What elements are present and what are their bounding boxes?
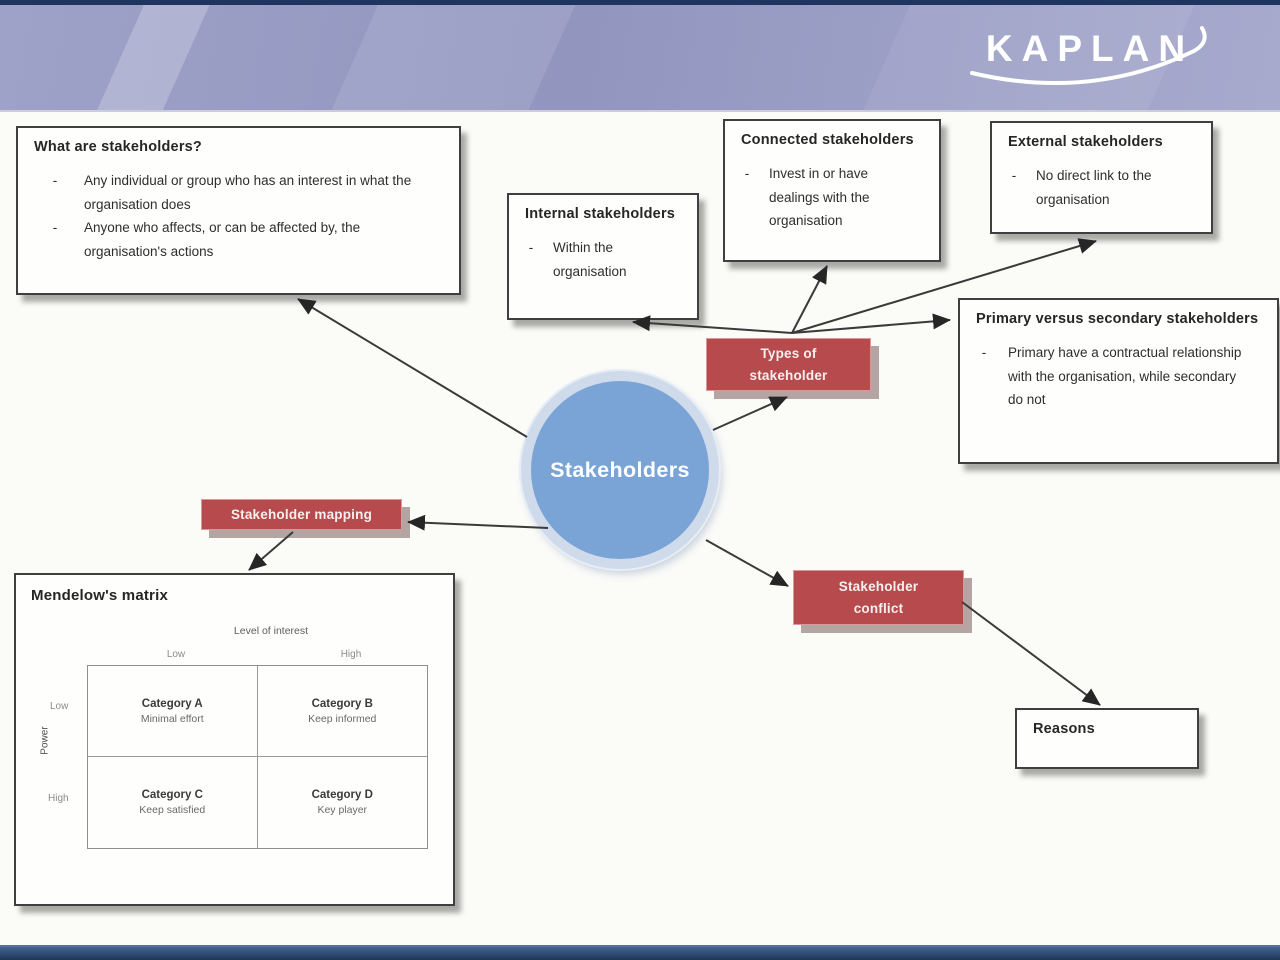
logo-swoosh [970, 26, 1207, 86]
bullet-text: Invest in or have dealings with the orga… [769, 166, 870, 229]
node-stakeholder-mapping: Stakeholder mapping [201, 499, 402, 530]
header-streak [49, 5, 251, 110]
arrow-to-reasons [961, 601, 1101, 706]
kaplan-logo-text: KAPLAN [986, 28, 1194, 69]
stakeholders-center-node: Stakeholders [521, 371, 719, 569]
box-reasons-title: Reasons [1033, 721, 1095, 737]
node-types-of-stakeholder: Types of stakeholder [706, 338, 871, 391]
matrix-y-high-label: High [48, 793, 69, 804]
matrix-cell-a: Category A Minimal effort [88, 666, 258, 757]
arrow-to-connected [791, 265, 828, 334]
bullet-text: Anyone who affects, or can be affected b… [84, 220, 361, 259]
box-what-are-stakeholders: What are stakeholders? - Any individual … [16, 126, 461, 295]
matrix-cell-c: Category C Keep satisfied [88, 757, 258, 848]
matrix-cell-name: Category A [141, 697, 203, 710]
arrow-to-conflict [705, 539, 789, 587]
header-band: KAPLAN [0, 5, 1280, 112]
box-internal-bullets: - Within the organisation [509, 222, 697, 289]
matrix-cell-b: Category B Keep informed [257, 666, 427, 757]
box-what-title: What are stakeholders? [34, 139, 202, 155]
matrix-cell-name: Category D [311, 789, 373, 801]
node-mapping-label: Stakeholder mapping [230, 506, 373, 522]
node-conflict-label: Stakeholder conflict [838, 578, 919, 616]
matrix-y-low-label: Low [50, 701, 69, 712]
arrow-to-matrix [248, 531, 294, 571]
box-internal-stakeholders: Internal stakeholders - Within the organ… [507, 193, 699, 320]
bullet-text: Within the organisation [553, 240, 627, 279]
bullet-dash: - [528, 240, 534, 255]
matrix-cell-action: Keep satisfied [139, 804, 206, 816]
box-primary-title: Primary versus secondary stakeholders [976, 311, 1259, 327]
box-internal-title: Internal stakeholders [525, 206, 676, 222]
box-external-stakeholders: External stakeholders - No direct link t… [990, 121, 1213, 234]
bullet-item: - Within the organisation [509, 236, 673, 283]
bullet-item: - No direct link to the organisation [992, 164, 1187, 211]
bullet-item: - Any individual or group who has an int… [26, 169, 426, 216]
bullet-text: Any individual or group who has an inter… [84, 173, 412, 212]
matrix-y-axis-label: Power [39, 726, 51, 755]
box-primary-vs-secondary: Primary versus secondary stakeholders - … [958, 298, 1279, 464]
bullet-text: No direct link to the organisation [1036, 168, 1152, 207]
box-reasons: Reasons [1015, 708, 1199, 769]
box-external-bullets: - No direct link to the organisation [992, 150, 1211, 217]
matrix-title: Mendelow's matrix [31, 587, 169, 604]
arrow-to-mapping [407, 514, 549, 531]
box-primary-bullets: - Primary have a contractual relationshi… [960, 327, 1277, 418]
matrix-cell-action: Key player [317, 804, 368, 816]
node-types-label: Types of stakeholder [749, 345, 828, 383]
arrow-to-internal [632, 315, 793, 334]
box-what-bullets: - Any individual or group who has an int… [18, 155, 438, 270]
bullet-dash: - [981, 345, 987, 360]
kaplan-logo: KAPLAN [970, 26, 1207, 86]
center-node-label: Stakeholders [550, 457, 690, 482]
bullet-dash: - [52, 173, 58, 188]
box-mendelows-matrix: Mendelow's matrix Level of interest Low … [14, 573, 455, 906]
box-connected-bullets: - Invest in or have dealings with the or… [725, 148, 939, 239]
header-streak [286, 5, 614, 110]
matrix-cell-name: Category C [141, 789, 203, 801]
matrix-x-high-label: High [340, 649, 362, 660]
top-navy-line [0, 0, 1280, 5]
matrix-table: Category A Minimal effort Category B Kee… [87, 665, 428, 849]
arrow-to-types [712, 396, 788, 431]
matrix-x-low-label: Low [166, 649, 186, 660]
box-connected-title: Connected stakeholders [741, 132, 914, 148]
matrix-cell-name: Category B [311, 697, 373, 710]
node-stakeholder-conflict: Stakeholder conflict [793, 570, 964, 625]
bullet-text: Primary have a contractual relationship … [1008, 345, 1242, 408]
bullet-item: - Invest in or have dealings with the or… [725, 162, 915, 233]
bullet-item: - Primary have a contractual relationshi… [960, 341, 1247, 412]
box-connected-stakeholders: Connected stakeholders - Invest in or ha… [723, 119, 941, 262]
bullet-item: - Anyone who affects, or can be affected… [26, 216, 426, 263]
bottom-navy-bar [0, 945, 1280, 960]
bullet-dash: - [1011, 168, 1017, 183]
matrix-x-axis-label: Level of interest [233, 625, 309, 637]
matrix-cell-action: Keep informed [308, 712, 377, 725]
box-external-title: External stakeholders [1008, 134, 1163, 150]
matrix-cell-d: Category D Key player [258, 757, 428, 848]
bullet-dash: - [52, 220, 58, 236]
matrix-cell-action: Minimal effort [140, 712, 204, 725]
arrow-to-primary [791, 313, 951, 334]
arrow-to-what [297, 298, 528, 438]
bullet-dash: - [744, 166, 750, 181]
